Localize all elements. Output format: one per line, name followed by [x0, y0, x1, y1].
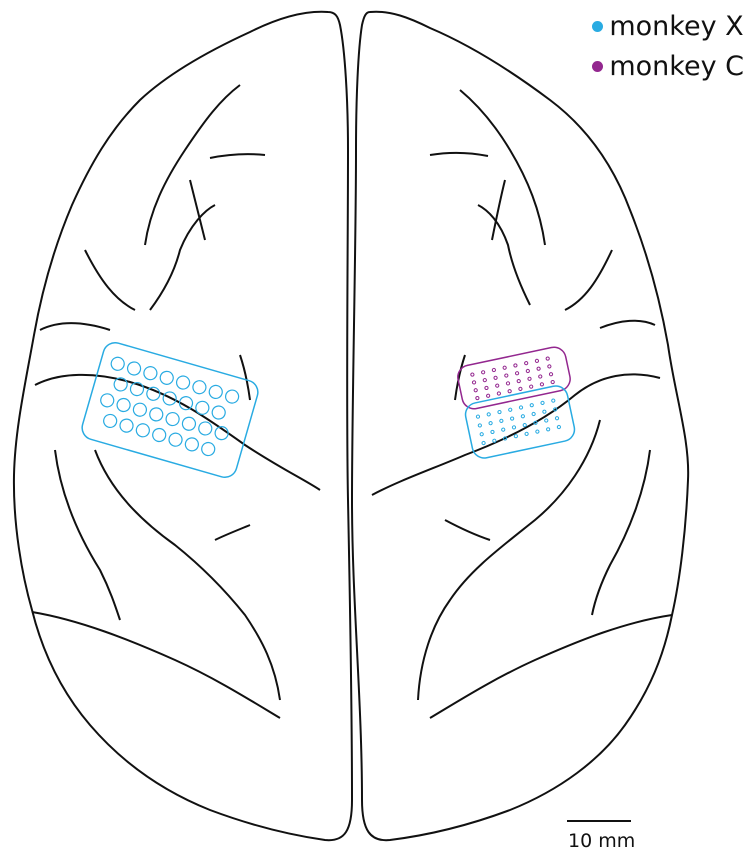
monkey-x-array-left — [79, 340, 260, 480]
electrode — [475, 396, 479, 400]
electrode — [175, 375, 191, 391]
array-outline — [79, 340, 260, 480]
electrode — [517, 379, 521, 383]
scale-bar — [567, 820, 631, 822]
electrode — [181, 416, 197, 432]
electrode — [514, 434, 518, 438]
electrode — [197, 420, 213, 436]
electrode — [525, 432, 529, 436]
electrode — [524, 361, 528, 365]
electrode — [110, 356, 126, 372]
electrode — [148, 406, 164, 422]
electrode — [510, 417, 514, 421]
electrode — [521, 414, 525, 418]
electrode — [499, 419, 503, 423]
electrode — [99, 392, 115, 408]
electrode — [191, 379, 207, 395]
legend-dot-monkey-x — [592, 21, 603, 32]
electrode — [528, 377, 532, 381]
electrode — [116, 397, 132, 413]
electrode — [557, 425, 561, 429]
electrode — [102, 413, 118, 429]
legend: monkey X monkey C — [592, 6, 744, 86]
electrode — [167, 432, 183, 448]
electrode — [515, 371, 519, 375]
electrode — [547, 364, 551, 368]
electrode — [519, 387, 523, 391]
electrode-grid — [470, 357, 554, 400]
electrode — [555, 416, 559, 420]
electrode — [551, 399, 555, 403]
electrode — [503, 366, 507, 370]
electrode — [165, 411, 181, 427]
electrode — [497, 392, 501, 396]
electrode — [118, 418, 134, 434]
electrode — [506, 381, 510, 385]
electrode — [482, 441, 486, 445]
electrode — [532, 412, 536, 416]
electrode — [512, 425, 516, 429]
legend-dot-monkey-c — [592, 61, 603, 72]
electrode — [470, 373, 474, 377]
electrode — [142, 365, 158, 381]
electrode — [211, 404, 227, 420]
electrode — [508, 408, 512, 412]
legend-item-monkey-x: monkey X — [592, 6, 744, 46]
electrode — [492, 439, 496, 443]
electrode — [135, 422, 151, 438]
electrode — [530, 403, 534, 407]
electrode — [491, 430, 495, 434]
electrode — [519, 406, 523, 410]
electrode — [501, 428, 505, 432]
electrode — [540, 382, 544, 386]
electrode — [200, 441, 216, 457]
electrode — [224, 389, 240, 405]
electrode — [159, 370, 175, 386]
electrode — [551, 380, 555, 384]
electrode — [546, 357, 550, 361]
electrode — [542, 410, 546, 414]
electrode — [132, 402, 148, 418]
electrode — [544, 419, 548, 423]
electrode — [486, 394, 490, 398]
right-hemisphere-outline — [352, 12, 688, 841]
electrode — [535, 359, 539, 363]
electrode — [474, 388, 478, 392]
electrode — [529, 385, 533, 389]
electrode — [492, 368, 496, 372]
electrode — [494, 376, 498, 380]
electrode — [481, 370, 485, 374]
electrode — [485, 386, 489, 390]
electrode — [526, 369, 530, 373]
electrode — [495, 384, 499, 388]
electrode — [523, 423, 527, 427]
electrode — [487, 412, 491, 416]
legend-label: monkey X — [609, 13, 743, 40]
electrode — [514, 364, 518, 368]
electrode — [480, 432, 484, 436]
electrode — [535, 430, 539, 434]
electrode — [489, 421, 493, 425]
electrode — [546, 427, 550, 431]
electrode — [549, 372, 553, 376]
electrode — [538, 375, 542, 379]
electrode — [208, 384, 224, 400]
right-sulci — [372, 90, 672, 718]
electrode — [184, 436, 200, 452]
electrode — [126, 360, 142, 376]
electrode — [151, 427, 167, 443]
legend-label: monkey C — [609, 53, 744, 80]
electrode — [541, 401, 545, 405]
electrode — [504, 374, 508, 378]
electrode — [472, 381, 476, 385]
electrode — [478, 424, 482, 428]
electrode — [476, 415, 480, 419]
electrode — [537, 367, 541, 371]
electrode — [508, 389, 512, 393]
legend-item-monkey-c: monkey C — [592, 46, 744, 86]
electrode — [483, 378, 487, 382]
electrode — [498, 410, 502, 414]
scale-bar-label: 10 mm — [568, 830, 635, 852]
